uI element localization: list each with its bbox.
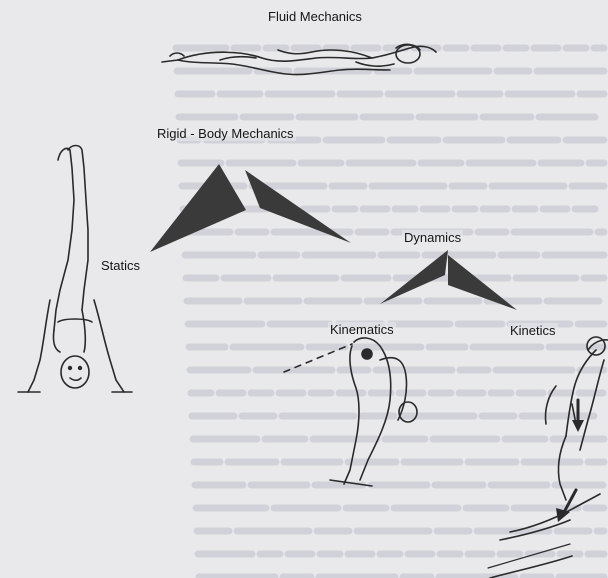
statics-label: Statics [99,258,142,273]
kinematics-figure [284,338,417,486]
kinetics-figure [488,337,608,578]
kinematics-label: Kinematics [328,322,396,337]
swimmer-figure [162,44,436,74]
rigid-body-mechanics-label: Rigid - Body Mechanics [155,126,296,141]
kinetics-label: Kinetics [508,323,558,338]
dynamics-label: Dynamics [402,230,463,245]
fluid-mechanics-label: Fluid Mechanics [266,9,364,24]
